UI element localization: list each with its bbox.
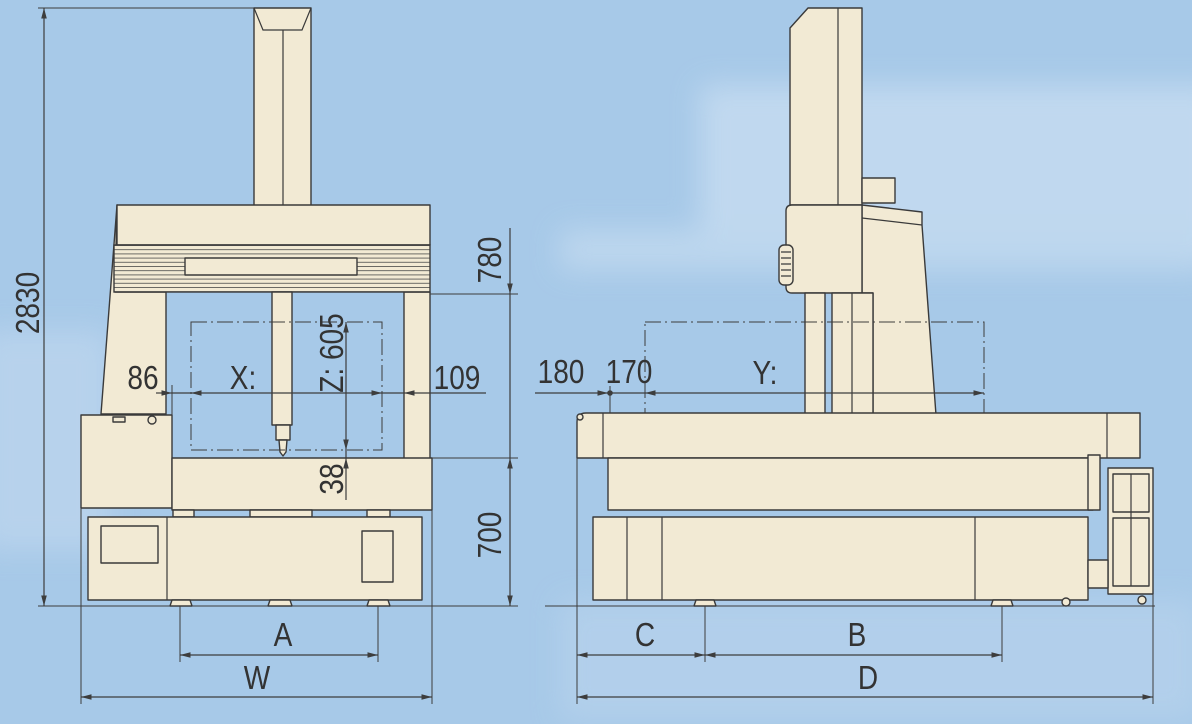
side-table-top: [576, 412, 1141, 459]
background-glow-bottom: [560, 600, 1192, 720]
front-table-support-right: [366, 509, 391, 518]
side-z-ram: [804, 292, 826, 426]
front-bridge-beam: [116, 204, 431, 246]
front-dimensions: 2830 780 700 86 X: Z: 605 109 38 A W: [10, 7, 518, 704]
side-base-connector: [1087, 559, 1109, 589]
side-table-front: [607, 457, 1094, 511]
side-wheel-right: [1137, 595, 1147, 605]
front-bridge-height-label: 780: [472, 237, 509, 284]
side-depth-label: D: [858, 660, 878, 697]
side-offset-label: 180: [538, 354, 585, 391]
side-wheel-left: [1061, 597, 1071, 607]
front-base-panel-left: [100, 525, 159, 564]
side-carriage: [785, 204, 863, 294]
front-left-offset-label: 86: [127, 360, 158, 397]
side-carriage-knob: [778, 244, 794, 286]
side-view: [576, 7, 1154, 607]
front-controller-switch: [112, 416, 126, 423]
front-controller-box: [80, 414, 173, 509]
side-base: [592, 516, 1089, 601]
front-table: [171, 457, 433, 511]
side-dimensions: 180 170 Y: C B D: [535, 354, 1155, 704]
front-width-label: W: [244, 660, 271, 697]
front-foot-center: [267, 599, 293, 607]
side-y-label: Y:: [753, 355, 778, 392]
front-z-ram: [271, 291, 293, 426]
side-table-stopper: [576, 413, 584, 421]
side-z-column: [789, 7, 863, 206]
side-table-end: [1087, 454, 1101, 511]
side-column-box: [861, 177, 896, 204]
front-base-panel-right: [361, 530, 394, 583]
front-foot-right: [366, 599, 391, 607]
front-probe-head: [275, 424, 291, 441]
front-bridge-slot: [184, 257, 358, 276]
front-right-offset-label: 109: [434, 360, 481, 397]
side-front-span-label: C: [635, 617, 655, 654]
front-measuring-range: [190, 321, 383, 451]
front-table-support-center: [249, 509, 313, 518]
front-view: [80, 7, 433, 607]
side-foot-front: [693, 599, 717, 607]
front-right-leg: [403, 291, 431, 460]
front-overall-height-label: 2830: [10, 272, 47, 334]
side-knob-grip: [781, 251, 791, 277]
side-inner-offset-label: 170: [606, 354, 653, 391]
background-highlights: [0, 85, 1192, 720]
front-foot-left: [169, 599, 193, 607]
front-z-label: Z: 605: [314, 313, 351, 392]
front-controller-knob: [147, 415, 157, 425]
front-x-label: X:: [230, 360, 256, 397]
front-table-height-label: 700: [472, 512, 509, 559]
side-foot-span-label: B: [848, 617, 867, 654]
side-bridge-leg-edge: [861, 217, 923, 226]
front-probe-gap-label: 38: [314, 463, 351, 494]
side-foot-rear: [990, 599, 1014, 607]
front-table-support-left: [172, 509, 195, 518]
front-foot-span-label: A: [274, 617, 293, 654]
